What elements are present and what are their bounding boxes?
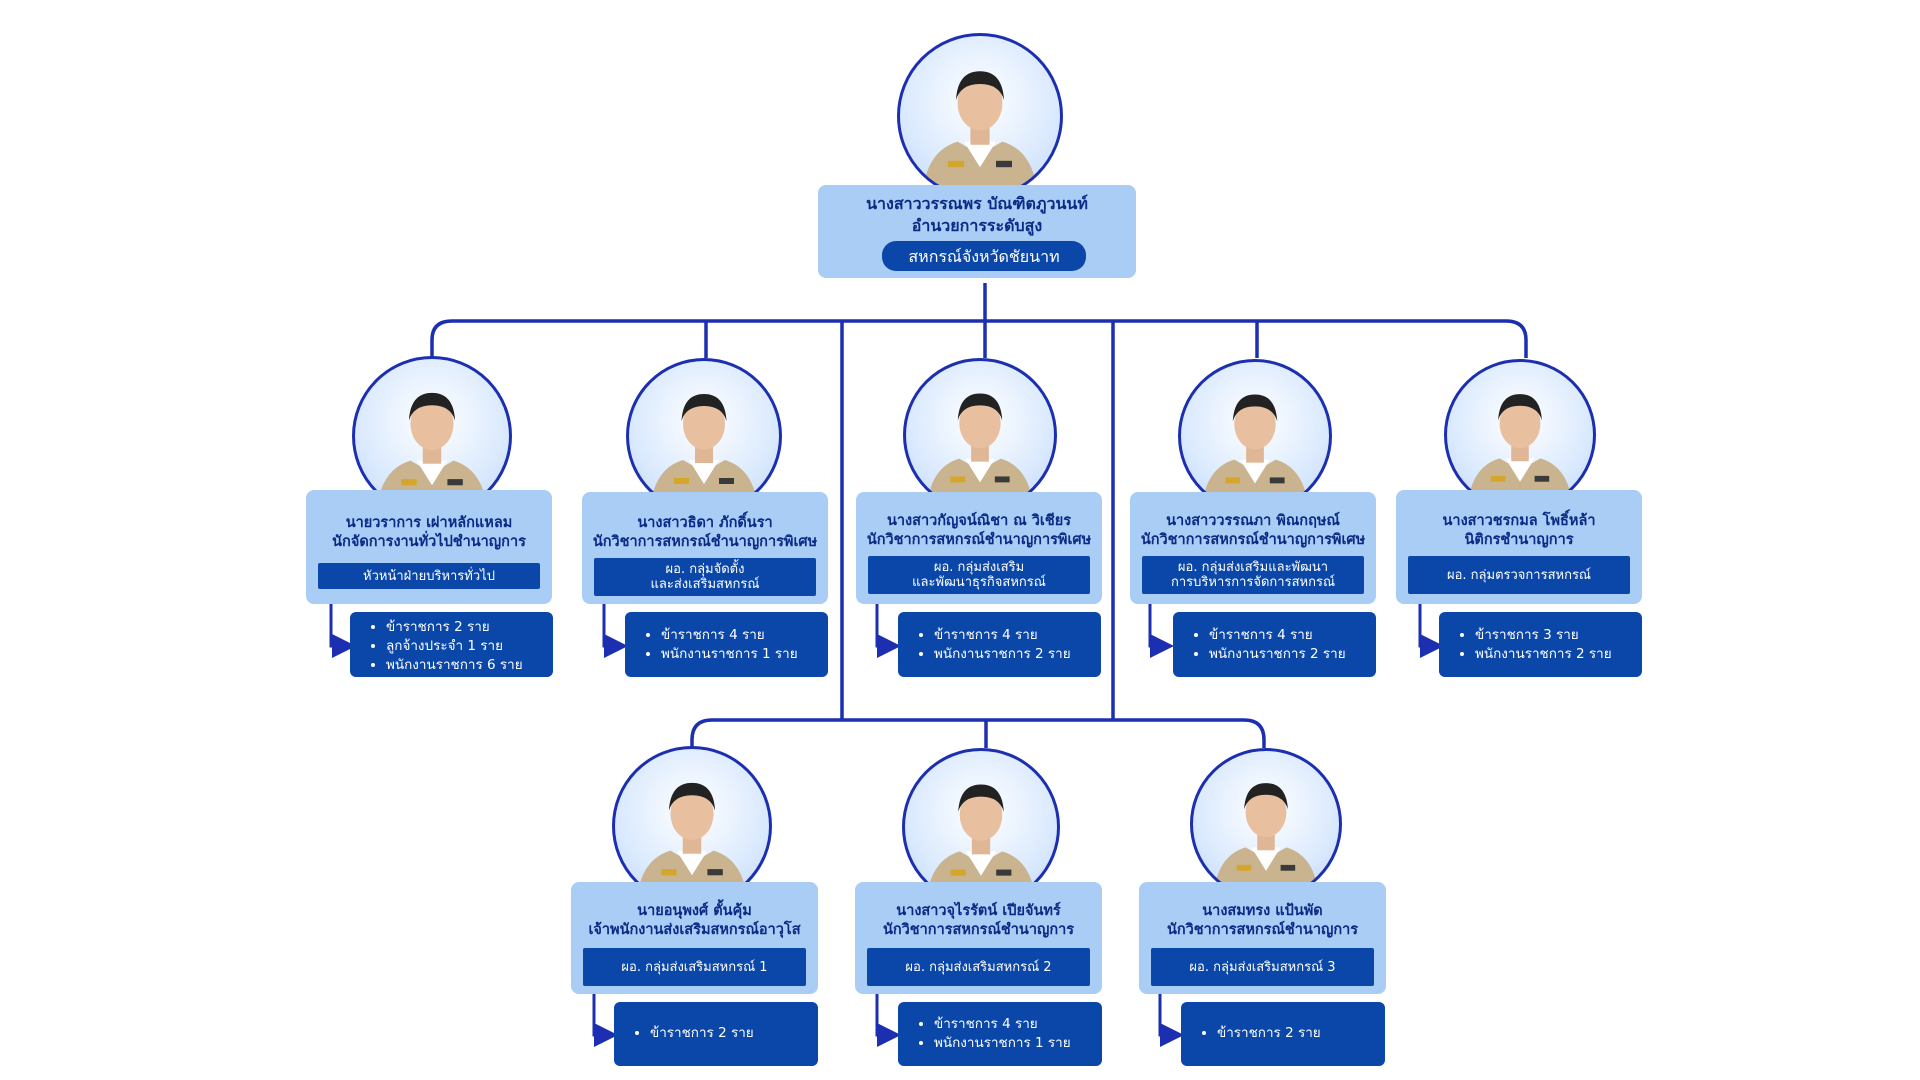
person-position: นักวิชาการสหกรณ์ชำนาญการ	[1166, 922, 1359, 938]
person-name: นางสาวกัญจน์ณิชา ณ วิเชียร	[886, 513, 1072, 529]
staff-box: ข้าราชการ 2 ราย	[614, 1002, 818, 1066]
staff-item: ข้าราชการ 2 ราย	[386, 618, 543, 637]
person-unit: ผอ. กลุ่มจัดตั้ง และส่งเสริมสหกรณ์	[594, 558, 816, 596]
director-photo	[897, 33, 1063, 199]
staff-box: ข้าราชการ 2 ราย ลูกจ้างประจำ 1 ราย พนักง…	[350, 612, 553, 677]
person-position: นักวิชาการสหกรณ์ชำนาญการ	[882, 922, 1075, 938]
staff-box: ข้าราชการ 4 ราย พนักงานราชการ 1 ราย	[898, 1002, 1102, 1066]
person-name: นายวราการ เผ่าหลักแหลม	[345, 515, 513, 531]
director-name: นางสาววรรณพร บัณฑิตภูวนนท์	[866, 194, 1088, 213]
person-photo	[903, 358, 1057, 512]
person-card: นางสาวชรกมล โพธิ์หล้า นิติกรชำนาญการ ผอ.…	[1396, 490, 1642, 604]
person-name: นางสมทรง แป้นพัด	[1202, 903, 1323, 919]
person-position: นิติกรชำนาญการ	[1464, 532, 1574, 548]
staff-item: พนักงานราชการ 2 ราย	[934, 645, 1091, 664]
person-photo	[1190, 748, 1342, 900]
staff-item: พนักงานราชการ 1 ราย	[934, 1034, 1092, 1053]
person-card: นางสาวกัญจน์ณิชา ณ วิเชียร นักวิชาการสหก…	[856, 492, 1102, 604]
person-position: เจ้าพนักงานส่งเสริมสหกรณ์อาวุโส	[588, 922, 801, 938]
person-card: นายวราการ เผ่าหลักแหลม นักจัดการงานทั่วไ…	[306, 490, 552, 604]
staff-item: ข้าราชการ 4 ราย	[934, 1015, 1092, 1034]
person-name: นางสาวชรกมล โพธิ์หล้า	[1442, 513, 1596, 529]
person-name: นายอนุพงศ์ ตั้นคุ้ม	[637, 903, 752, 919]
staff-box: ข้าราชการ 4 ราย พนักงานราชการ 2 ราย	[1173, 612, 1376, 677]
staff-item: พนักงานราชการ 2 ราย	[1475, 645, 1632, 664]
staff-item: ข้าราชการ 4 ราย	[934, 626, 1091, 645]
person-photo	[1178, 359, 1332, 513]
staff-item: ข้าราชการ 2 ราย	[650, 1024, 808, 1043]
staff-item: พนักงานราชการ 2 ราย	[1209, 645, 1366, 664]
staff-item: ข้าราชการ 4 ราย	[1209, 626, 1366, 645]
person-card: นางสาวธิดา ภักดิ์นรา นักวิชาการสหกรณ์ชำน…	[582, 492, 828, 604]
person-position: นักวิชาการสหกรณ์ชำนาญการพิเศษ	[866, 532, 1092, 548]
staff-box: ข้าราชการ 3 ราย พนักงานราชการ 2 ราย	[1439, 612, 1642, 677]
person-photo	[352, 356, 512, 516]
person-card: นางสาววรรณภา พิณกฤษณ์ นักวิชาการสหกรณ์ชำ…	[1130, 492, 1376, 604]
person-photo	[612, 746, 772, 906]
person-photo	[1444, 359, 1596, 511]
person-position: นักวิชาการสหกรณ์ชำนาญการพิเศษ	[592, 534, 818, 550]
person-unit: ผอ. กลุ่มส่งเสริมสหกรณ์ 3	[1151, 948, 1374, 986]
staff-item: พนักงานราชการ 6 ราย	[386, 656, 543, 675]
person-unit: ผอ. กลุ่มส่งเสริมและพัฒนา การบริหารการจั…	[1142, 556, 1364, 594]
person-unit: หัวหน้าฝ่ายบริหารทั่วไป	[318, 563, 540, 589]
person-position: นักจัดการงานทั่วไปชำนาญการ	[332, 534, 526, 550]
staff-box: ข้าราชการ 4 ราย พนักงานราชการ 2 ราย	[898, 612, 1101, 677]
person-card: นายอนุพงศ์ ตั้นคุ้ม เจ้าพนักงานส่งเสริมส…	[571, 882, 818, 994]
staff-item: ข้าราชการ 2 ราย	[1217, 1024, 1375, 1043]
staff-item: พนักงานราชการ 1 ราย	[661, 645, 818, 664]
person-unit: ผอ. กลุ่มส่งเสริมสหกรณ์ 2	[867, 948, 1090, 986]
person-card: นางสมทรง แป้นพัด นักวิชาการสหกรณ์ชำนาญกา…	[1139, 882, 1386, 994]
person-name: นางสาวจุไรรัตน์ เปียจันทร์	[896, 903, 1061, 919]
person-unit: ผอ. กลุ่มส่งเสริม และพัฒนาธุรกิจสหกรณ์	[868, 556, 1090, 594]
person-name: นางสาวธิดา ภักดิ์นรา	[637, 515, 773, 531]
person-name: นางสาววรรณภา พิณกฤษณ์	[1166, 513, 1340, 529]
person-unit: ผอ. กลุ่มส่งเสริมสหกรณ์ 1	[583, 948, 806, 986]
person-card: นางสาวจุไรรัตน์ เปียจันทร์ นักวิชาการสหก…	[855, 882, 1102, 994]
staff-item: ข้าราชการ 4 ราย	[661, 626, 818, 645]
person-position: นักวิชาการสหกรณ์ชำนาญการพิเศษ	[1140, 532, 1366, 548]
director-card: นางสาววรรณพร บัณฑิตภูวนนท์ อำนวยการระดับ…	[818, 185, 1136, 278]
staff-item: ข้าราชการ 3 ราย	[1475, 626, 1632, 645]
director-position: อำนวยการระดับสูง	[911, 216, 1043, 235]
staff-box: ข้าราชการ 4 ราย พนักงานราชการ 1 ราย	[625, 612, 828, 677]
staff-item: ลูกจ้างประจำ 1 ราย	[386, 637, 543, 656]
staff-box: ข้าราชการ 2 ราย	[1181, 1002, 1385, 1066]
person-photo	[626, 358, 782, 514]
person-unit: ผอ. กลุ่มตรวจการสหกรณ์	[1408, 556, 1630, 594]
director-unit: สหกรณ์จังหวัดชัยนาท	[882, 241, 1086, 271]
